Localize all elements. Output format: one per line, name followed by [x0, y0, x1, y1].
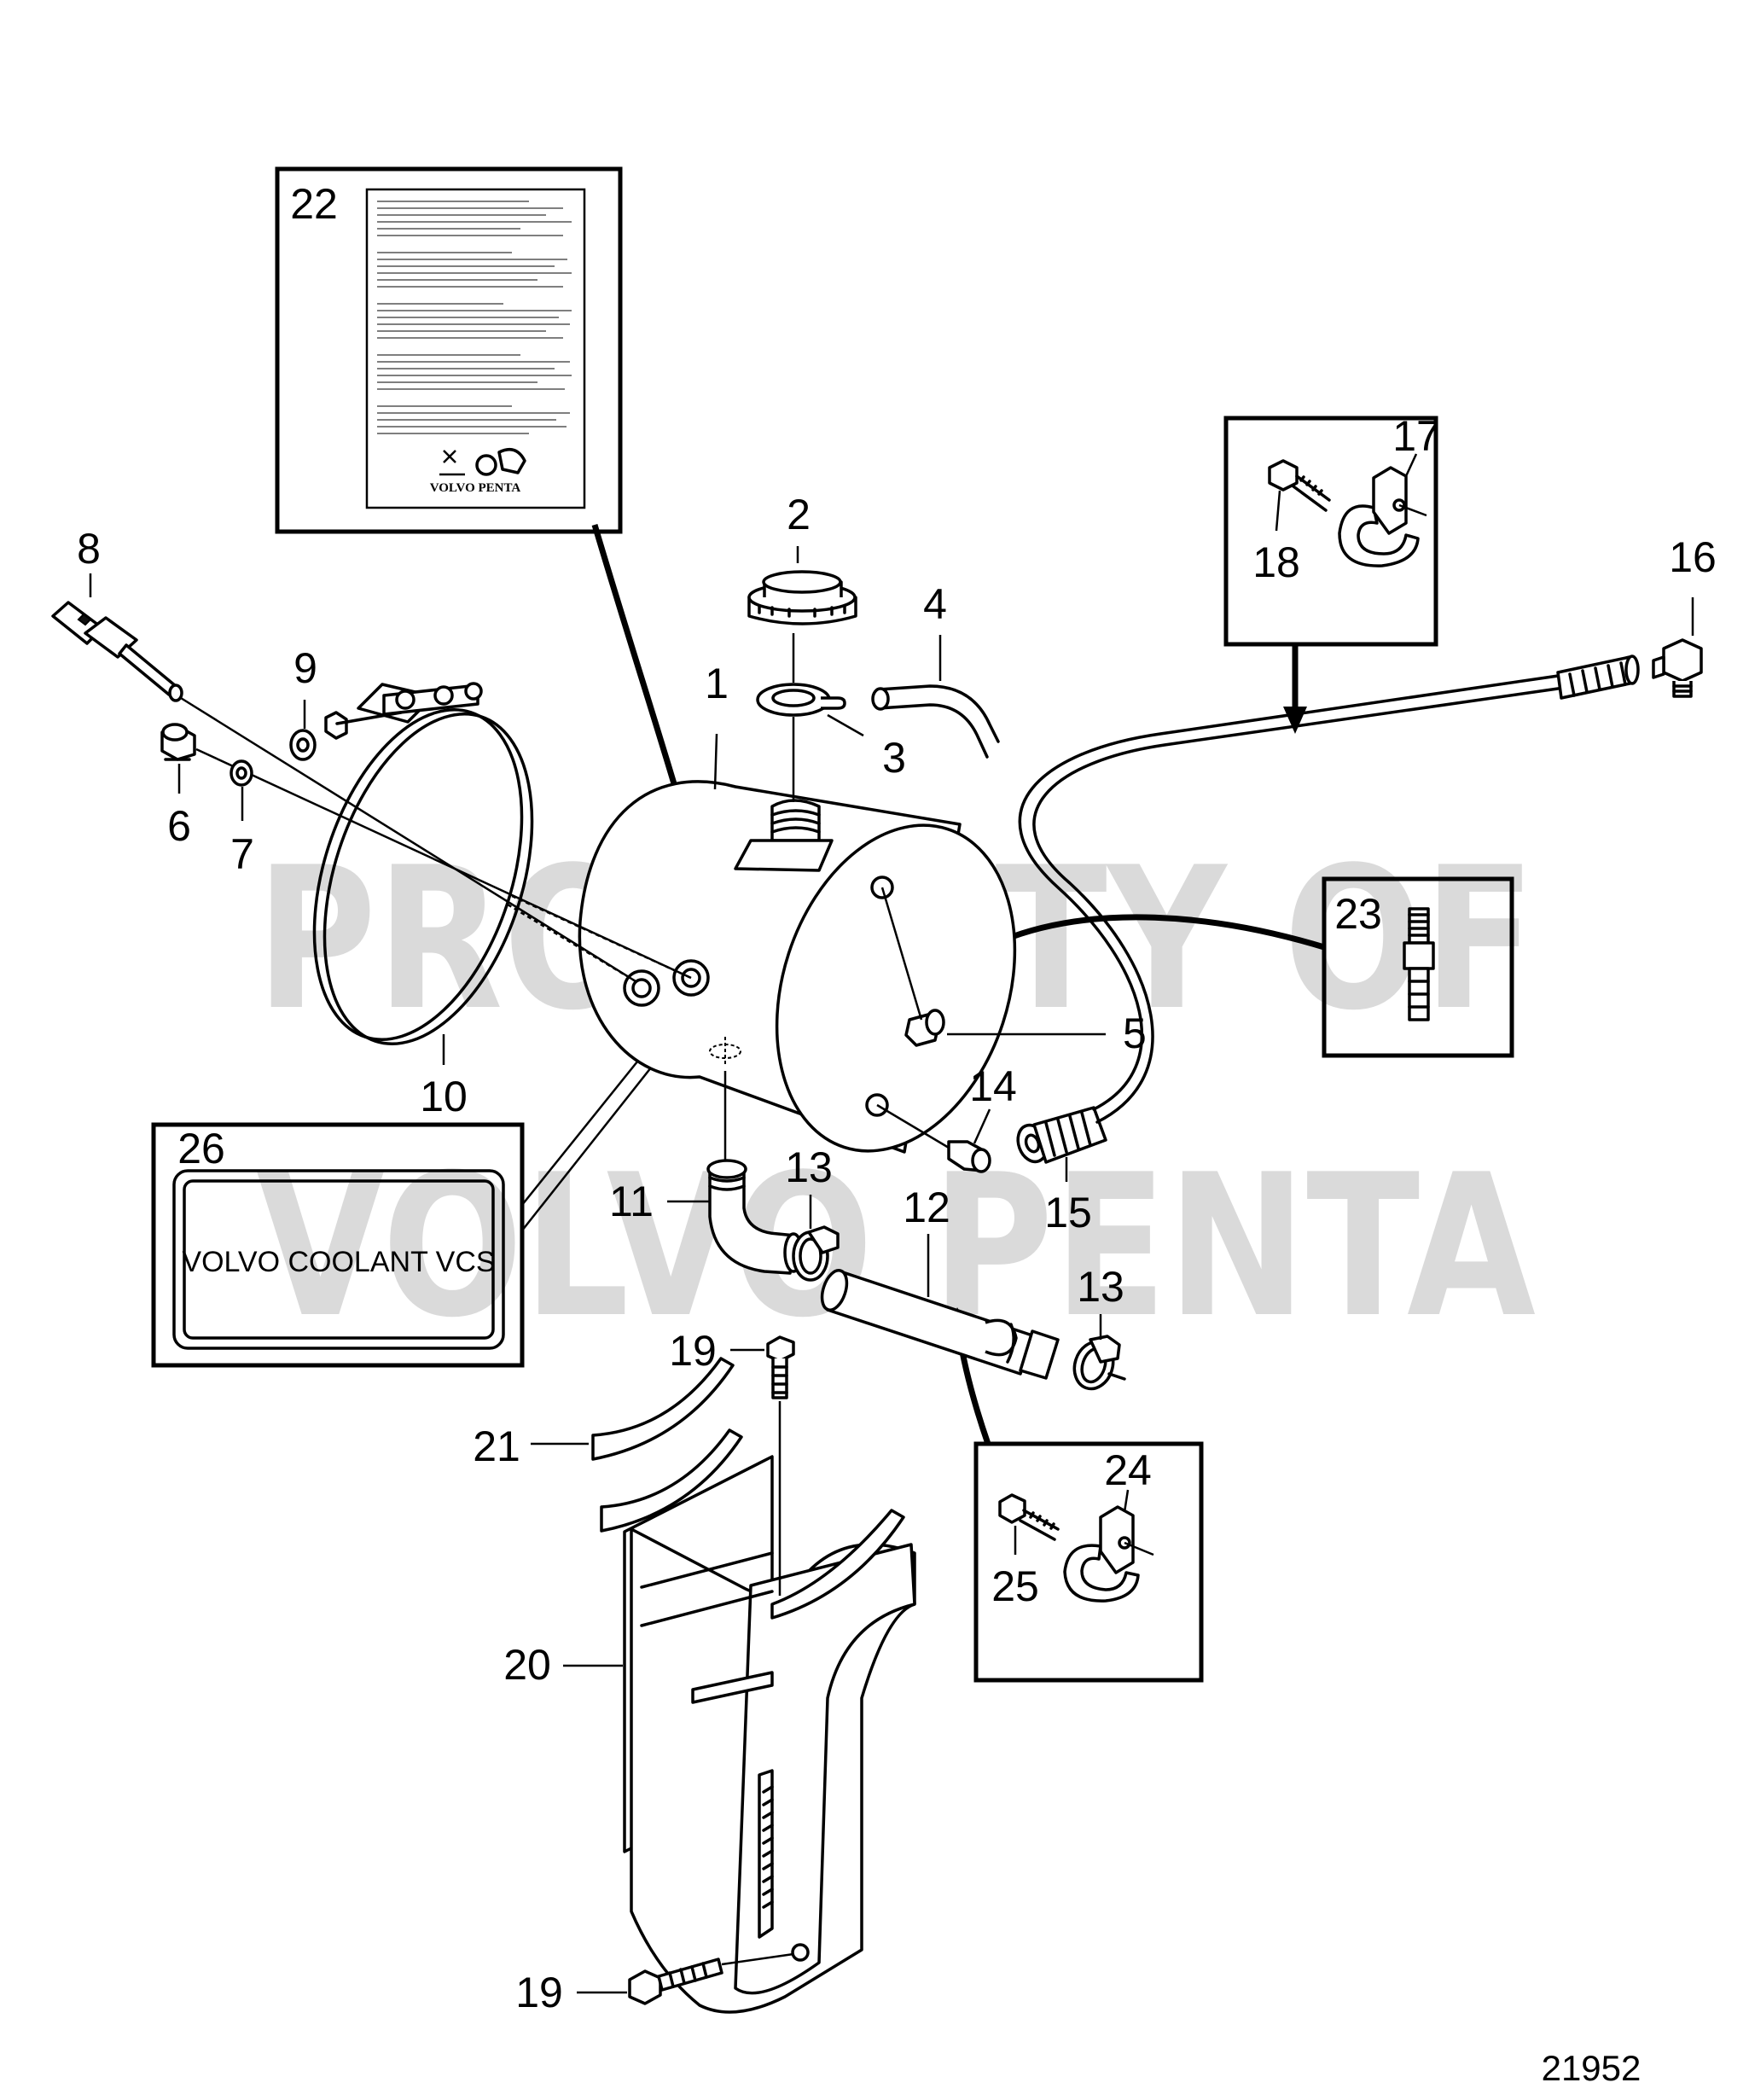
- part-label-17: 17: [1392, 412, 1440, 460]
- washer-9: [289, 729, 317, 761]
- tank-strap-clamp: [312, 682, 534, 1045]
- axis-elbow-14: [876, 1103, 950, 1149]
- callout-box-26-frame: [151, 1122, 525, 1368]
- part-label-25: 25: [991, 1562, 1039, 1610]
- mounting-bracket: [600, 1428, 916, 2014]
- axis-plug-6-hidden: [511, 894, 692, 980]
- pictogram-icon: [439, 447, 526, 476]
- hose-clamp-13a: [792, 1225, 840, 1282]
- hose-clamp-13b: [1072, 1335, 1126, 1391]
- part-label-20: 20: [503, 1641, 551, 1689]
- sticker-outer: [172, 1169, 505, 1350]
- leader-17: [1404, 453, 1418, 477]
- part-label-6: 6: [167, 802, 191, 850]
- axis-plug-6: [195, 748, 692, 980]
- vent-hose: [1018, 654, 1640, 1124]
- tank-end-cap: [775, 823, 1017, 1153]
- nipple-23-icon: [1403, 907, 1435, 1021]
- leader-1: [713, 733, 718, 790]
- filler-seal-ring: [756, 683, 846, 717]
- part-label-11: 11: [609, 1178, 654, 1225]
- part-label-22: 22: [290, 180, 338, 228]
- leader-3: [827, 713, 864, 737]
- callout-box-23-frame: [1322, 876, 1514, 1058]
- callout-box-24-25: 24 25: [973, 1441, 1204, 1683]
- hose-connector-15: [1016, 1106, 1107, 1164]
- part-label-4: 4: [923, 580, 947, 628]
- callout-box-17-frame: [1223, 416, 1438, 647]
- callout-box-24-frame: [973, 1441, 1204, 1683]
- angle-fitting-16: [1652, 638, 1703, 698]
- bolt-19-upper: [766, 1335, 795, 1399]
- arrow-23-to-tank: [1001, 914, 1326, 951]
- washer-7: [230, 759, 253, 787]
- axis-sensor: [180, 696, 636, 983]
- screw-18-icon: [1268, 459, 1331, 512]
- sticker-text: VOLVO COOLANT VCS: [182, 1246, 495, 1278]
- leader-14: [973, 1108, 991, 1144]
- callout-box-22-frame: [275, 166, 623, 534]
- part-label-8: 8: [77, 525, 101, 573]
- callout-box-23: 23: [1322, 876, 1514, 1058]
- p-clamp-17-icon: [1338, 466, 1427, 567]
- bolt-19-lower: [628, 1957, 723, 2005]
- plug-5: [904, 1009, 945, 1047]
- part-label-7: 7: [230, 830, 254, 878]
- elbow-fitting: [706, 1159, 804, 1275]
- plug-6: [160, 723, 196, 761]
- overflow-hose: [871, 684, 1000, 759]
- sticker-inner: [183, 1179, 495, 1340]
- part-label-23: 23: [1334, 890, 1382, 938]
- part-label-2: 2: [787, 491, 811, 538]
- part-label-1: 1: [705, 660, 729, 707]
- part-label-21: 21: [473, 1422, 520, 1470]
- part-label-12: 12: [903, 1184, 950, 1231]
- part-label-15: 15: [1044, 1189, 1092, 1236]
- part-label-18: 18: [1252, 538, 1300, 586]
- callout-box-26: VOLVO COOLANT VCS 26: [151, 1122, 525, 1368]
- callout-box-22: VOLVO PENTA 22: [275, 166, 623, 534]
- document-number: 21952: [1542, 2048, 1642, 2088]
- tank-filler-neck: [734, 799, 834, 872]
- p-clamp-24-icon: [1063, 1505, 1154, 1603]
- part-label-14: 14: [969, 1062, 1017, 1110]
- axis-sensor-hidden: [507, 903, 636, 983]
- elbow-14: [947, 1140, 991, 1173]
- screw-25-icon: [998, 1493, 1060, 1541]
- filler-cap: [747, 570, 857, 625]
- leader-18: [1275, 490, 1281, 532]
- expansion-tank: [578, 780, 1017, 1154]
- instruction-sheet-brand: VOLVO PENTA: [430, 481, 521, 495]
- part-label-19b: 19: [515, 1969, 563, 2016]
- level-sensor: [51, 601, 183, 702]
- leader-24: [1123, 1489, 1130, 1513]
- rubber-pad-upper: [591, 1357, 735, 1461]
- part-label-3: 3: [882, 734, 906, 782]
- axis-plug-5: [880, 887, 923, 1021]
- part-label-13b: 13: [1077, 1263, 1124, 1311]
- part-label-19a: 19: [669, 1327, 717, 1375]
- instruction-sheet: [365, 188, 586, 509]
- arrow-17-head: [1283, 707, 1307, 734]
- part-label-24: 24: [1104, 1446, 1152, 1494]
- part-label-26: 26: [177, 1125, 225, 1172]
- tank-bottom-outlet: [709, 1037, 741, 1067]
- part-label-10: 10: [420, 1073, 468, 1120]
- callout-box-17-18: 17 18: [1223, 412, 1440, 647]
- part-label-13a: 13: [785, 1143, 833, 1191]
- part-label-16: 16: [1669, 533, 1717, 581]
- part-label-9: 9: [293, 644, 317, 692]
- instruction-sheet-text-lines: [377, 201, 572, 434]
- coolant-hose: [820, 1269, 1060, 1380]
- axis-bolt-19-lower: [721, 1952, 794, 1966]
